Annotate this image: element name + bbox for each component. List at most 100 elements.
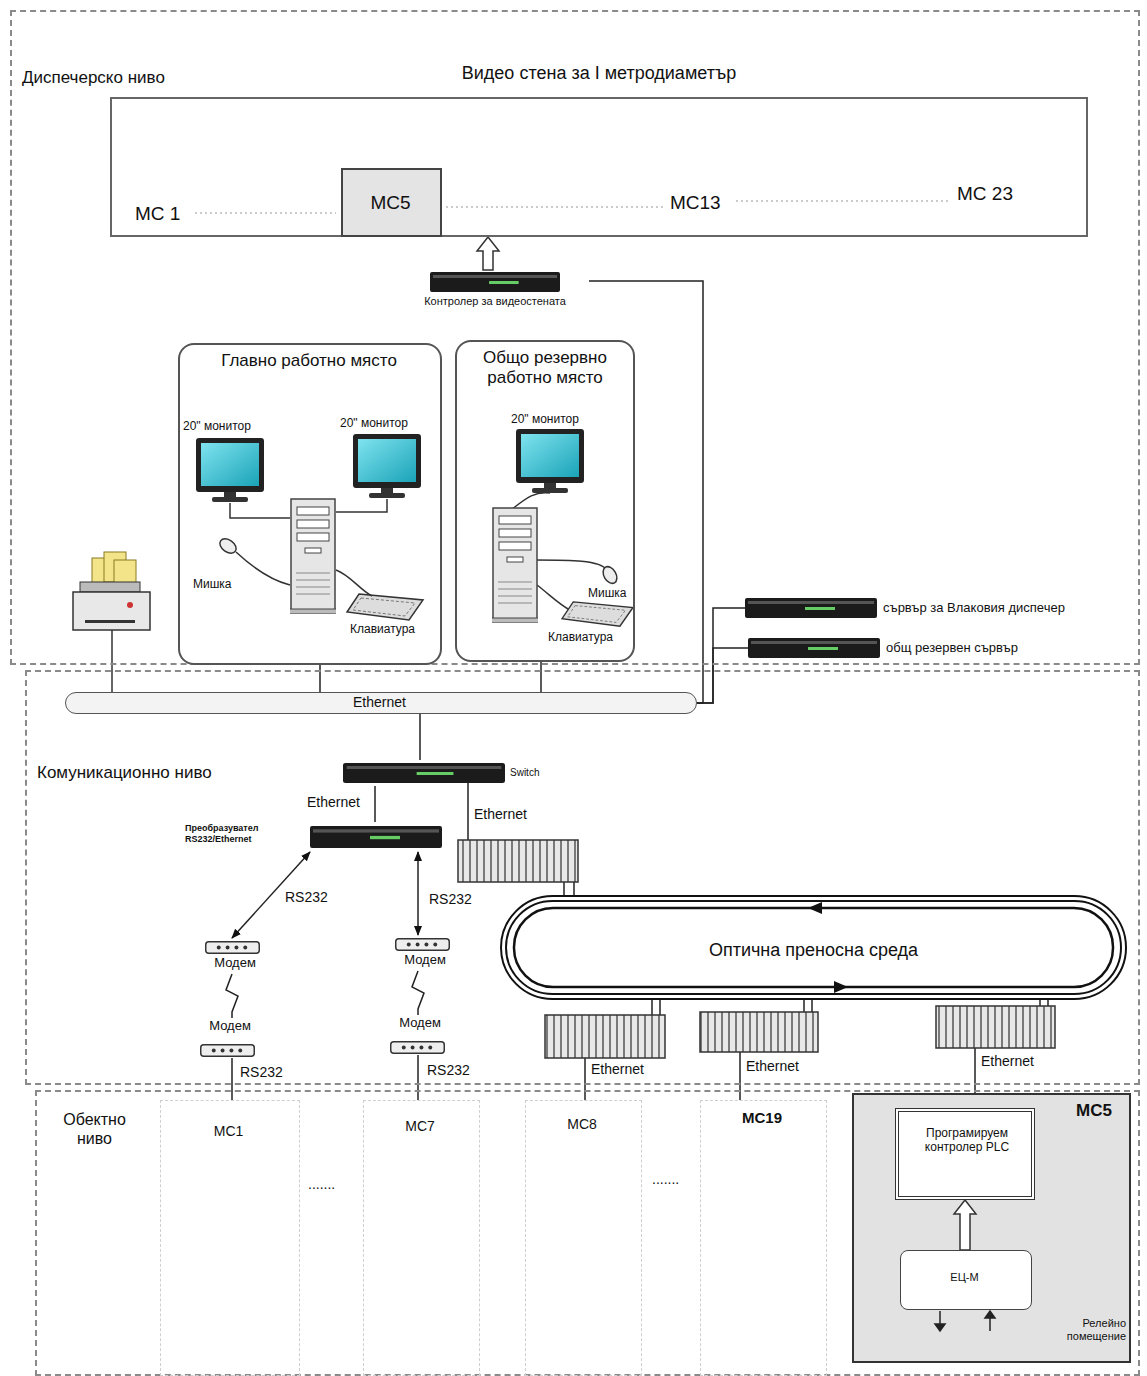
ethernet-bus: Ethernet <box>65 692 697 714</box>
text-label: 20" монитор <box>183 419 251 433</box>
node-text: МС5 <box>343 192 438 215</box>
modem-device <box>206 942 260 953</box>
node-text: Видео стена за I метродиаметър <box>112 63 1086 85</box>
keyboard <box>562 602 633 626</box>
connector-label: RS232 <box>425 1062 472 1079</box>
pc-tower <box>286 499 340 614</box>
node-text: Модем <box>190 1018 270 1034</box>
modem: Модем <box>385 935 469 971</box>
monitor <box>353 434 421 498</box>
connector <box>697 648 748 703</box>
connector <box>226 974 238 1018</box>
converter: Преобразувател RS232/Ethernet <box>185 822 445 852</box>
monitor <box>196 438 264 502</box>
relay-box: ЕЦ-М <box>900 1250 1032 1310</box>
connector <box>419 714 421 760</box>
text-label: Ethernet <box>472 806 529 823</box>
station-column: МС19 <box>700 1100 827 1376</box>
connector <box>954 1200 976 1250</box>
station-column: МС8 <box>525 1100 642 1376</box>
modem-device <box>201 1045 255 1056</box>
modem: Модем <box>195 938 279 974</box>
room-ground <box>853 1094 1130 1362</box>
text-label: Клавиатура <box>350 622 415 636</box>
node-text: Обектно ниво <box>47 1110 142 1148</box>
connector <box>477 237 499 270</box>
wall-dots <box>195 201 950 213</box>
node-text: Модем <box>195 955 275 971</box>
modem: Модем <box>190 1018 274 1058</box>
connector <box>374 786 376 822</box>
station-box: МС5 <box>341 168 442 237</box>
node-text: МС5 <box>1076 1101 1112 1121</box>
server: общ резервен сървър <box>748 636 1088 662</box>
server-device <box>745 598 877 618</box>
text-label: Клавиатура <box>548 630 613 644</box>
connector-label: RS232 <box>283 889 330 906</box>
plc-box: Програмируем контролер PLC <box>895 1108 1035 1200</box>
video-wall: Видео стена за I метродиаметърМС5 <box>110 97 1088 237</box>
text-label: Мишка <box>588 586 627 600</box>
switch: Switch <box>343 760 548 786</box>
node-text: Модем <box>385 952 465 968</box>
mouse <box>600 564 619 586</box>
converter-device <box>310 826 442 848</box>
switch-device <box>343 763 505 783</box>
node-text: Преобразувател RS232/Ethernet <box>185 823 303 845</box>
node-text: Ethernet <box>66 694 693 711</box>
mouse <box>217 536 239 556</box>
connector <box>231 1058 233 1100</box>
text-label: Ethernet <box>979 1053 1036 1070</box>
modem-device <box>391 1042 445 1053</box>
optical-ring: Оптична преносна среда <box>500 895 1127 1000</box>
node-text: Контролер за видеостената <box>405 295 585 308</box>
connector <box>417 1055 419 1100</box>
node-text: МС19 <box>701 1109 823 1127</box>
text-label: ....... <box>308 1176 335 1193</box>
text-label: МС 23 <box>957 183 1013 206</box>
text-label: 20" монитор <box>340 416 408 430</box>
station-column: МС7 <box>363 1100 480 1376</box>
node-text: Програмируем контролер PLC <box>905 1126 1029 1155</box>
workstation: Общо резервно работно място <box>455 340 635 662</box>
controller-device <box>430 272 560 292</box>
text-label: Ethernet <box>589 1061 646 1078</box>
pc-tower <box>488 508 542 623</box>
modem: Модем <box>380 1015 464 1055</box>
server-device <box>748 638 880 658</box>
modem-device <box>396 939 450 950</box>
controller: Контролер за видеостената <box>405 270 589 314</box>
monitor <box>516 429 584 493</box>
node-text: Главно работно място <box>180 351 438 371</box>
server: сървър за Влаковия диспечер <box>745 596 1125 622</box>
node-text: Релейно помещение <box>1032 1317 1126 1343</box>
node-text: Комуникационно ниво <box>37 763 212 783</box>
connector <box>412 971 424 1015</box>
text-label: ....... <box>652 1171 679 1188</box>
keyboard <box>347 594 423 620</box>
connector-label: RS232 <box>427 891 474 908</box>
station-room: МС5Релейно помещение Програмируем контрол… <box>852 1093 1131 1363</box>
node-text: Оптична преносна среда <box>507 940 1120 962</box>
connector <box>540 662 542 692</box>
text-label: 20" монитор <box>511 412 579 426</box>
level-band: Комуникационно нивоEthernetSwitchПреобра… <box>25 670 1140 1085</box>
level-band: Обектно ниво МС1 МС7 МС8 МС19 МС5Релейно поме… <box>35 1090 1140 1376</box>
text-label: Ethernet <box>744 1058 801 1075</box>
level-band: Диспечерско нивоВидео стена за I метроди… <box>10 10 1140 665</box>
node-text: общ резервен сървър <box>886 640 1018 656</box>
node-text: Switch <box>510 767 539 779</box>
text-label: МС13 <box>670 192 721 215</box>
node-text: МС1 <box>161 1123 296 1140</box>
station-column: МС1 <box>160 1100 300 1376</box>
printer <box>73 552 150 630</box>
connector <box>417 852 419 935</box>
relay-arrows <box>935 1311 995 1331</box>
connector <box>697 608 745 703</box>
node-text: Общо резервно работно място <box>463 348 627 389</box>
node-text: сървър за Влаковия диспечер <box>883 600 1065 616</box>
node-text: Диспечерско ниво <box>22 68 165 88</box>
text-label: Мишка <box>193 577 232 591</box>
workstation: Главно работно място <box>178 343 442 665</box>
